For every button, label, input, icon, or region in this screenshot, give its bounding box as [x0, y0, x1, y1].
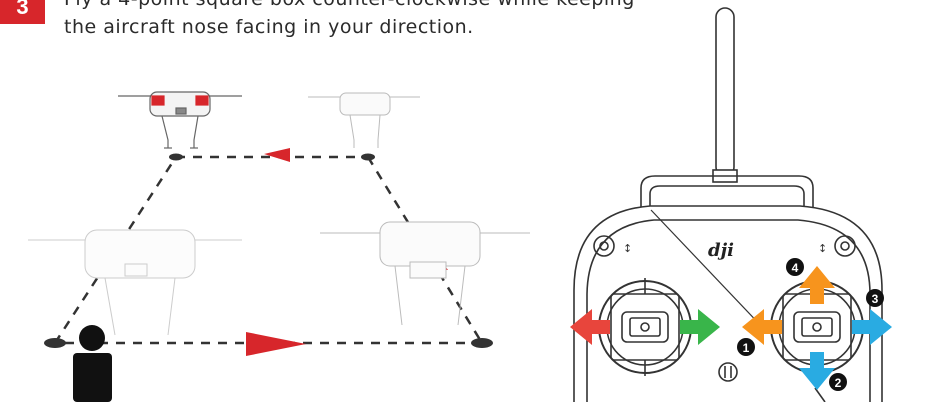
svg-text:1: 1	[743, 341, 750, 355]
svg-text:↕: ↕	[818, 242, 827, 255]
marker-1: 1	[737, 338, 755, 356]
remote-brand-logo: dji	[708, 240, 734, 261]
remote-controller: ↕ ↕	[574, 8, 882, 402]
marker-3: 3	[866, 289, 884, 307]
pilot-person-icon	[73, 325, 112, 402]
svg-text:2: 2	[835, 376, 842, 390]
marker-4: 4	[786, 258, 804, 276]
svg-text:↕: ↕	[623, 242, 632, 255]
svg-text:3: 3	[872, 292, 879, 306]
drone-mid-right	[320, 222, 530, 325]
direction-arrow-right	[246, 332, 306, 356]
svg-text:4: 4	[792, 261, 799, 275]
drone-mid-left	[28, 230, 242, 335]
marker-2: 2	[829, 373, 847, 391]
direction-arrow-left	[264, 148, 290, 162]
drone-top-right	[308, 93, 420, 148]
drone-top-left	[118, 92, 242, 148]
